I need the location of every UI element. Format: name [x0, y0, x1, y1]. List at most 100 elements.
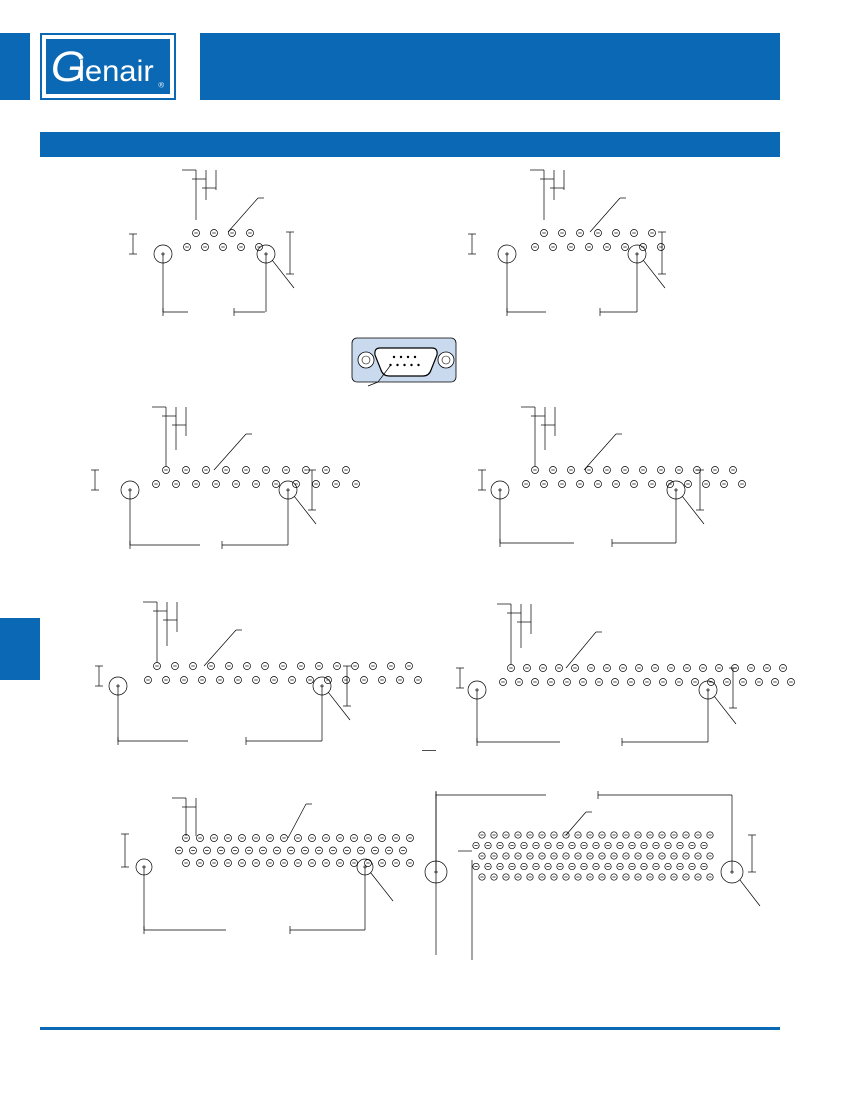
face-contact: [413, 355, 417, 359]
contact-pin: [549, 466, 557, 474]
contact-pin: [342, 676, 350, 684]
contact-pin: [294, 834, 302, 842]
face-contact: [406, 355, 410, 359]
contact-pin: [787, 678, 795, 686]
contact-pin: [604, 862, 612, 871]
callout-leader: [370, 872, 394, 902]
contact-pin: [212, 480, 220, 488]
contact-pin: [576, 229, 584, 237]
contact-pin: [499, 678, 507, 686]
layout-21-pin: [91, 406, 360, 549]
contact-pin: [699, 664, 707, 672]
contact-pin: [324, 676, 332, 684]
contact-pin: [203, 846, 211, 855]
contact-pin: [202, 466, 210, 474]
contact-pin: [763, 664, 771, 672]
layout-37-pin: [456, 603, 795, 746]
contact-pin: [648, 480, 656, 488]
contact-pin: [252, 859, 260, 867]
callout-leader: [377, 365, 391, 383]
contact-pin: [378, 834, 386, 842]
contact-pin: [739, 678, 747, 686]
contact-pin: [622, 852, 630, 860]
contact-pin: [538, 852, 546, 860]
contact-pin: [414, 676, 422, 684]
contact-pin: [266, 834, 274, 842]
layout-51-pin: [121, 797, 414, 934]
contact-pin: [343, 846, 351, 855]
contact-pin: [308, 859, 316, 867]
contact-pin: [771, 678, 779, 686]
contact-pin: [651, 664, 659, 672]
contact-pin: [478, 831, 486, 839]
jackpost-thread: [441, 355, 451, 365]
contact-pin: [171, 662, 179, 670]
contact-pin: [640, 862, 648, 871]
contact-pin: [196, 834, 204, 842]
contact-pin: [198, 676, 206, 684]
contact-pin: [378, 859, 386, 867]
contact-pin: [694, 831, 702, 839]
contact-pin: [484, 862, 492, 871]
contact-pin: [694, 852, 702, 860]
contact-pin: [576, 480, 584, 488]
callout-leader: [294, 496, 317, 525]
face-contact: [403, 363, 406, 367]
contact-pin: [531, 243, 539, 251]
contact-pin: [152, 480, 160, 488]
contact-pin: [567, 243, 575, 251]
contact-pin: [315, 846, 323, 855]
contact-pin: [280, 834, 288, 842]
contact-pin: [192, 480, 200, 488]
contact-pin: [700, 862, 708, 871]
contact-pin: [666, 480, 674, 488]
contact-pin: [604, 841, 612, 850]
contact-pin: [238, 859, 246, 867]
contact-pin: [706, 831, 714, 839]
callout-leader: [328, 692, 351, 721]
contact-pin: [567, 466, 575, 474]
contact-pin: [172, 480, 180, 488]
contact-pin: [333, 662, 341, 670]
contact-pin: [634, 873, 642, 881]
contact-pin: [562, 852, 570, 860]
contact-pin: [472, 862, 480, 871]
contact-pin: [288, 676, 296, 684]
contact-pin: [538, 873, 546, 881]
layout-31-pin: [95, 601, 422, 745]
contact-pin: [622, 873, 630, 881]
contact-pin: [315, 662, 323, 670]
contact-pin: [192, 229, 200, 237]
contact-pin: [238, 834, 246, 842]
contact-pin: [496, 841, 504, 850]
contact-pin: [574, 852, 582, 860]
header-left-tab: [0, 33, 30, 100]
contact-pin: [658, 873, 666, 881]
contact-pin: [568, 841, 576, 850]
contact-pin: [659, 678, 667, 686]
contact-pin: [688, 862, 696, 871]
contact-pin: [586, 852, 594, 860]
contact-pin: [336, 834, 344, 842]
contact-pin: [224, 834, 232, 842]
contact-pin: [182, 859, 190, 867]
contact-pin: [738, 480, 746, 488]
glenair-logo: G lenair ®: [40, 33, 176, 100]
layout-15-pin: [468, 169, 666, 316]
contact-pin: [580, 841, 588, 850]
contact-pin: [182, 466, 190, 474]
contact-pin: [405, 662, 413, 670]
contact-pin: [520, 841, 528, 850]
callout-leader: [367, 381, 379, 387]
contact-pin: [635, 664, 643, 672]
contact-pin: [675, 678, 683, 686]
contact-pin: [603, 664, 611, 672]
contact-pin: [648, 229, 656, 237]
contact-pin: [329, 846, 337, 855]
contact-pin: [702, 480, 710, 488]
callout-leader: [714, 696, 737, 725]
contact-pin: [526, 852, 534, 860]
contact-pin: [574, 831, 582, 839]
contact-pin: [189, 846, 197, 855]
